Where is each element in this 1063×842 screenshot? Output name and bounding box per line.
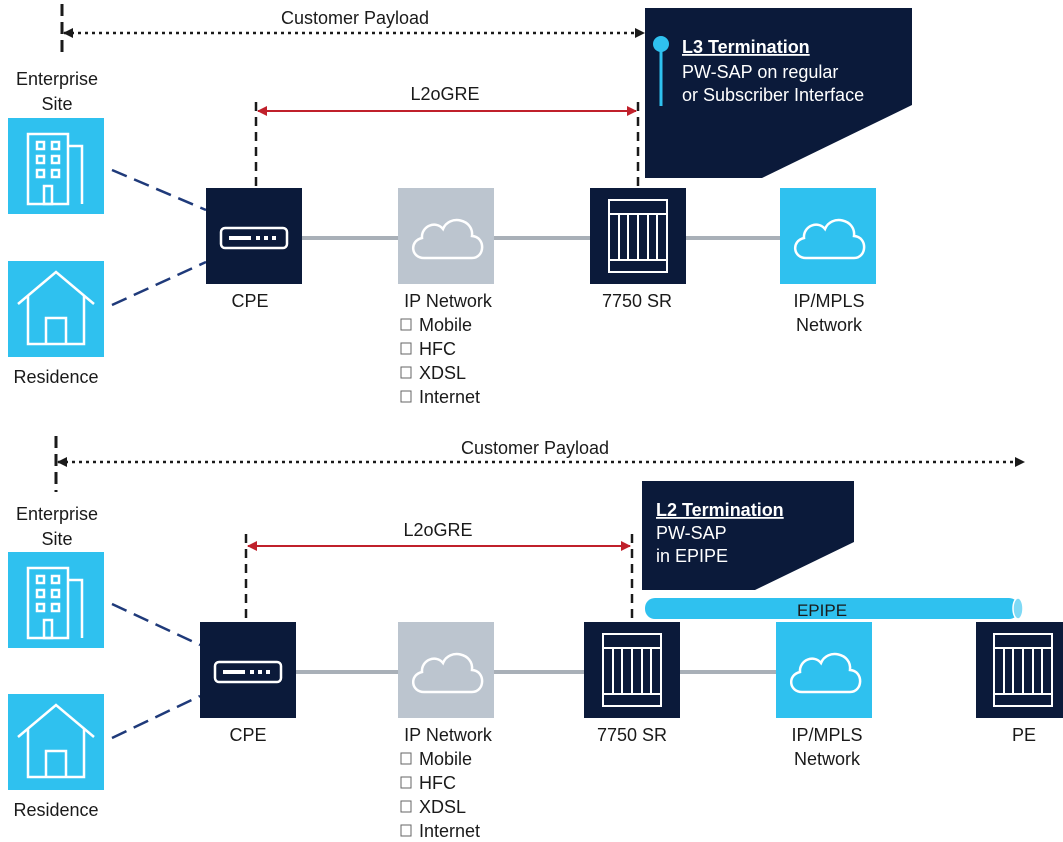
bullet-icon bbox=[400, 776, 412, 789]
top-callout-line-2: or Subscriber Interface bbox=[682, 85, 864, 105]
bottom-ipnet-list: Mobile HFC XDSL Internet bbox=[400, 749, 480, 841]
top-tunnel-label: L2oGRE bbox=[410, 84, 479, 104]
house-icon bbox=[17, 703, 95, 779]
top-ipnet-list: Mobile HFC XDSL Internet bbox=[400, 315, 480, 407]
router-icon bbox=[213, 660, 283, 684]
bottom-enterprise-link bbox=[111, 602, 201, 647]
chassis-icon bbox=[993, 633, 1053, 707]
bottom-pe-label: PE bbox=[1012, 725, 1036, 745]
bottom-payload-label: Customer Payload bbox=[461, 438, 609, 458]
building-icon bbox=[26, 566, 84, 640]
top-cpe-label: CPE bbox=[231, 291, 268, 311]
bottom-site-label: Site bbox=[41, 529, 72, 549]
bottom-callout-line-2: in EPIPE bbox=[656, 546, 728, 566]
top-payload-label: Customer Payload bbox=[281, 8, 429, 28]
bottom-callout-line-1: PW-SAP bbox=[656, 523, 727, 543]
top-callout-box bbox=[645, 8, 912, 178]
top-sr-label: 7750 SR bbox=[602, 291, 672, 311]
bottom-ipnet-item: Internet bbox=[419, 821, 480, 841]
top-enterprise-label: Enterprise bbox=[16, 69, 98, 89]
bottom-ipnet-item: HFC bbox=[419, 773, 456, 793]
bottom-callout-title: L2 Termination bbox=[656, 500, 784, 520]
top-callout-line-1: PW-SAP on regular bbox=[682, 62, 838, 82]
bottom-mpls-label-1: IP/MPLS bbox=[791, 725, 862, 745]
top-residence-box bbox=[8, 261, 104, 357]
bottom-cpe-label: CPE bbox=[229, 725, 266, 745]
top-callout-dot bbox=[653, 36, 669, 52]
top-ipnet-item: HFC bbox=[419, 339, 456, 359]
bottom-sr-label: 7750 SR bbox=[597, 725, 667, 745]
bottom-callout-box bbox=[642, 481, 854, 590]
top-ipnet-label: IP Network bbox=[404, 291, 493, 311]
bullet-icon bbox=[400, 366, 412, 379]
chassis-icon bbox=[602, 633, 662, 707]
top-ipnet-item: Internet bbox=[419, 387, 480, 407]
bottom-diagram: Customer Payload L2 Termination PW-SAP i… bbox=[8, 436, 1063, 841]
top-ipnet-box bbox=[398, 188, 494, 284]
bottom-residence-label: Residence bbox=[13, 800, 98, 820]
top-mpls-label-1: IP/MPLS bbox=[793, 291, 864, 311]
bullet-icon bbox=[400, 824, 412, 837]
bottom-mpls-label-2: Network bbox=[794, 749, 861, 769]
top-ipnet-item: XDSL bbox=[419, 363, 466, 383]
bullet-icon bbox=[400, 318, 412, 331]
bottom-mpls-box bbox=[776, 622, 872, 718]
bullet-icon bbox=[400, 342, 412, 355]
bottom-ipnet-item: XDSL bbox=[419, 797, 466, 817]
bullet-icon bbox=[400, 800, 412, 813]
bullet-icon bbox=[400, 390, 412, 403]
epipe-pipe bbox=[645, 598, 1019, 619]
top-ipnet-item: Mobile bbox=[419, 315, 472, 335]
top-enterprise-box bbox=[8, 118, 104, 214]
house-icon bbox=[17, 270, 95, 346]
top-residence-label: Residence bbox=[13, 367, 98, 387]
top-site-label: Site bbox=[41, 94, 72, 114]
bottom-enterprise-box bbox=[8, 552, 104, 648]
bottom-ipnet-box bbox=[398, 622, 494, 718]
building-icon bbox=[26, 132, 84, 206]
bottom-pe-box bbox=[976, 622, 1063, 718]
bottom-residence-link bbox=[111, 694, 201, 740]
bottom-enterprise-label: Enterprise bbox=[16, 504, 98, 524]
cloud-icon bbox=[412, 218, 484, 260]
cloud-icon bbox=[794, 218, 866, 260]
top-mpls-label-2: Network bbox=[796, 315, 863, 335]
cloud-icon bbox=[412, 652, 484, 694]
cloud-icon bbox=[790, 652, 862, 694]
bottom-residence-box bbox=[8, 694, 104, 790]
top-residence-link bbox=[111, 260, 207, 307]
top-enterprise-link bbox=[111, 168, 207, 212]
epipe-label: EPIPE bbox=[797, 601, 847, 620]
router-icon bbox=[219, 226, 289, 250]
top-callout-title: L3 Termination bbox=[682, 37, 810, 57]
chassis-icon bbox=[608, 199, 668, 273]
top-mpls-box bbox=[780, 188, 876, 284]
epipe-pipe-end bbox=[1012, 597, 1024, 620]
bullet-icon bbox=[400, 752, 412, 765]
top-diagram: Customer Payload L3 Termination PW-SAP o… bbox=[8, 4, 912, 407]
bottom-tunnel-label: L2oGRE bbox=[403, 520, 472, 540]
bottom-ipnet-item: Mobile bbox=[419, 749, 472, 769]
bottom-ipnet-label: IP Network bbox=[404, 725, 493, 745]
